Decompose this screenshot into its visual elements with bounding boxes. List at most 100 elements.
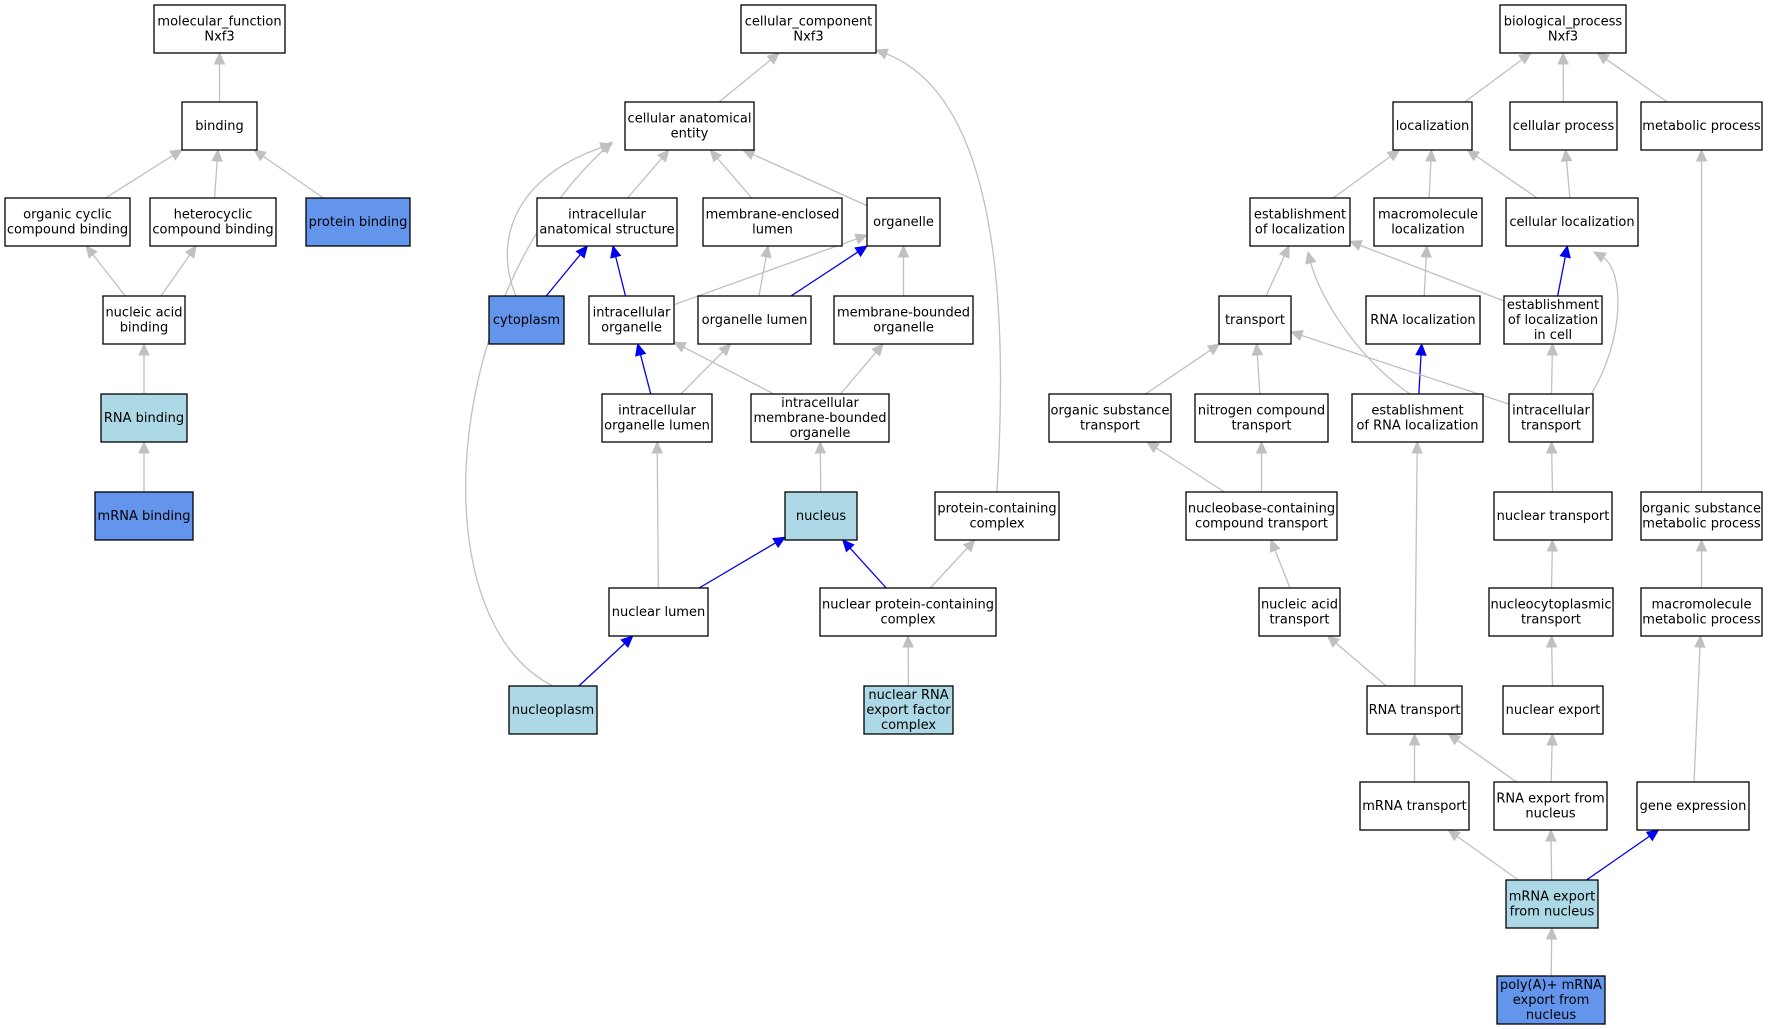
go-term-node[interactable]: RNA localization xyxy=(1365,295,1481,345)
edge-mbo-to-organelle xyxy=(897,244,910,296)
arrow-head-icon xyxy=(1386,149,1401,162)
node-label: membrane-bounded xyxy=(837,306,970,321)
arrow-head-icon xyxy=(213,51,226,65)
edge-line xyxy=(1334,641,1387,687)
node-label: RNA localization xyxy=(1370,313,1475,328)
go-term-node[interactable]: metabolic process xyxy=(1640,101,1763,151)
arrow-head-icon xyxy=(1545,828,1557,842)
edge-line xyxy=(1309,260,1411,395)
edge-npcc-to-nucleus xyxy=(841,539,887,589)
node-box xyxy=(833,295,974,345)
edge-line xyxy=(1256,352,1261,395)
node-label: organelle xyxy=(601,321,662,336)
edge-nucleic_binding-to-heterocyclic xyxy=(160,245,197,297)
node-label: nucleus xyxy=(1526,1008,1576,1023)
node-label: cellular_component xyxy=(745,15,873,30)
edge-est_rna_loc-to-est_loc xyxy=(1305,250,1411,395)
arrow-head-icon xyxy=(1289,330,1304,341)
node-label: molecular_function xyxy=(157,15,281,30)
arrow-head-icon xyxy=(1278,244,1290,259)
node-label: organelle xyxy=(790,426,851,441)
arrow-head-icon xyxy=(85,245,98,259)
node-label: transport xyxy=(1231,419,1291,434)
go-term-node[interactable]: protein binding xyxy=(305,197,411,247)
go-term-node[interactable]: organelle xyxy=(866,197,941,247)
edge-mrna_export-to-mrna_transport xyxy=(1447,829,1519,881)
node-label: binding xyxy=(120,321,168,336)
edge-ias-to-cae xyxy=(627,149,670,199)
node-label: export from xyxy=(1513,993,1590,1008)
edge-ict-to-est_loc_cell xyxy=(1546,342,1559,395)
arrow-head-icon xyxy=(656,149,670,163)
go-term-node[interactable]: nuclear transport xyxy=(1493,491,1613,541)
node-box xyxy=(153,4,286,54)
arrow-head-icon xyxy=(760,244,772,259)
go-term-node[interactable]: cytoplasm xyxy=(488,295,565,345)
edge-io-to-organelle xyxy=(673,233,869,306)
node-label: nucleoplasm xyxy=(512,703,594,718)
arrow-head-icon xyxy=(169,149,184,161)
go-term-node[interactable]: RNA binding xyxy=(100,393,188,443)
go-term-node[interactable]: nuclear export xyxy=(1502,685,1604,735)
edge-nuc_export-to-ncyt xyxy=(1545,634,1558,687)
node-label: mRNA transport xyxy=(1362,799,1467,814)
go-term-node[interactable]: organelle lumen xyxy=(697,295,812,345)
go-term-node[interactable]: transport xyxy=(1218,295,1292,345)
node-label: complex xyxy=(969,517,1024,532)
go-term-node[interactable]: mRNA binding xyxy=(94,491,194,541)
go-term-node[interactable]: binding xyxy=(181,101,258,151)
edge-line xyxy=(1604,57,1668,103)
edge-line xyxy=(627,156,664,199)
go-term-node[interactable]: cellular localization xyxy=(1505,197,1639,247)
node-label: nucleus xyxy=(1525,807,1575,822)
arrow-head-icon xyxy=(1255,440,1268,454)
go-term-node[interactable]: nuclear lumen xyxy=(608,587,709,637)
edge-line xyxy=(160,252,192,297)
go-term-node[interactable]: RNA transport xyxy=(1366,685,1463,735)
go-term-node[interactable]: nucleoplasm xyxy=(508,685,598,735)
arrow-head-icon xyxy=(1518,52,1532,65)
go-term-node[interactable]: localization xyxy=(1392,101,1473,151)
node-label: localization xyxy=(1391,223,1465,238)
node-label: organic substance xyxy=(1051,404,1170,419)
go-term-node[interactable]: nucleus xyxy=(784,491,858,541)
go-term-node[interactable]: gene expression xyxy=(1636,781,1750,831)
edge-line xyxy=(1551,644,1554,687)
node-label: from nucleus xyxy=(1510,905,1595,920)
go-term-node[interactable]: mRNA transport xyxy=(1359,781,1470,831)
go-term-node[interactable]: cellular process xyxy=(1509,101,1618,151)
edge-line xyxy=(1273,548,1291,589)
